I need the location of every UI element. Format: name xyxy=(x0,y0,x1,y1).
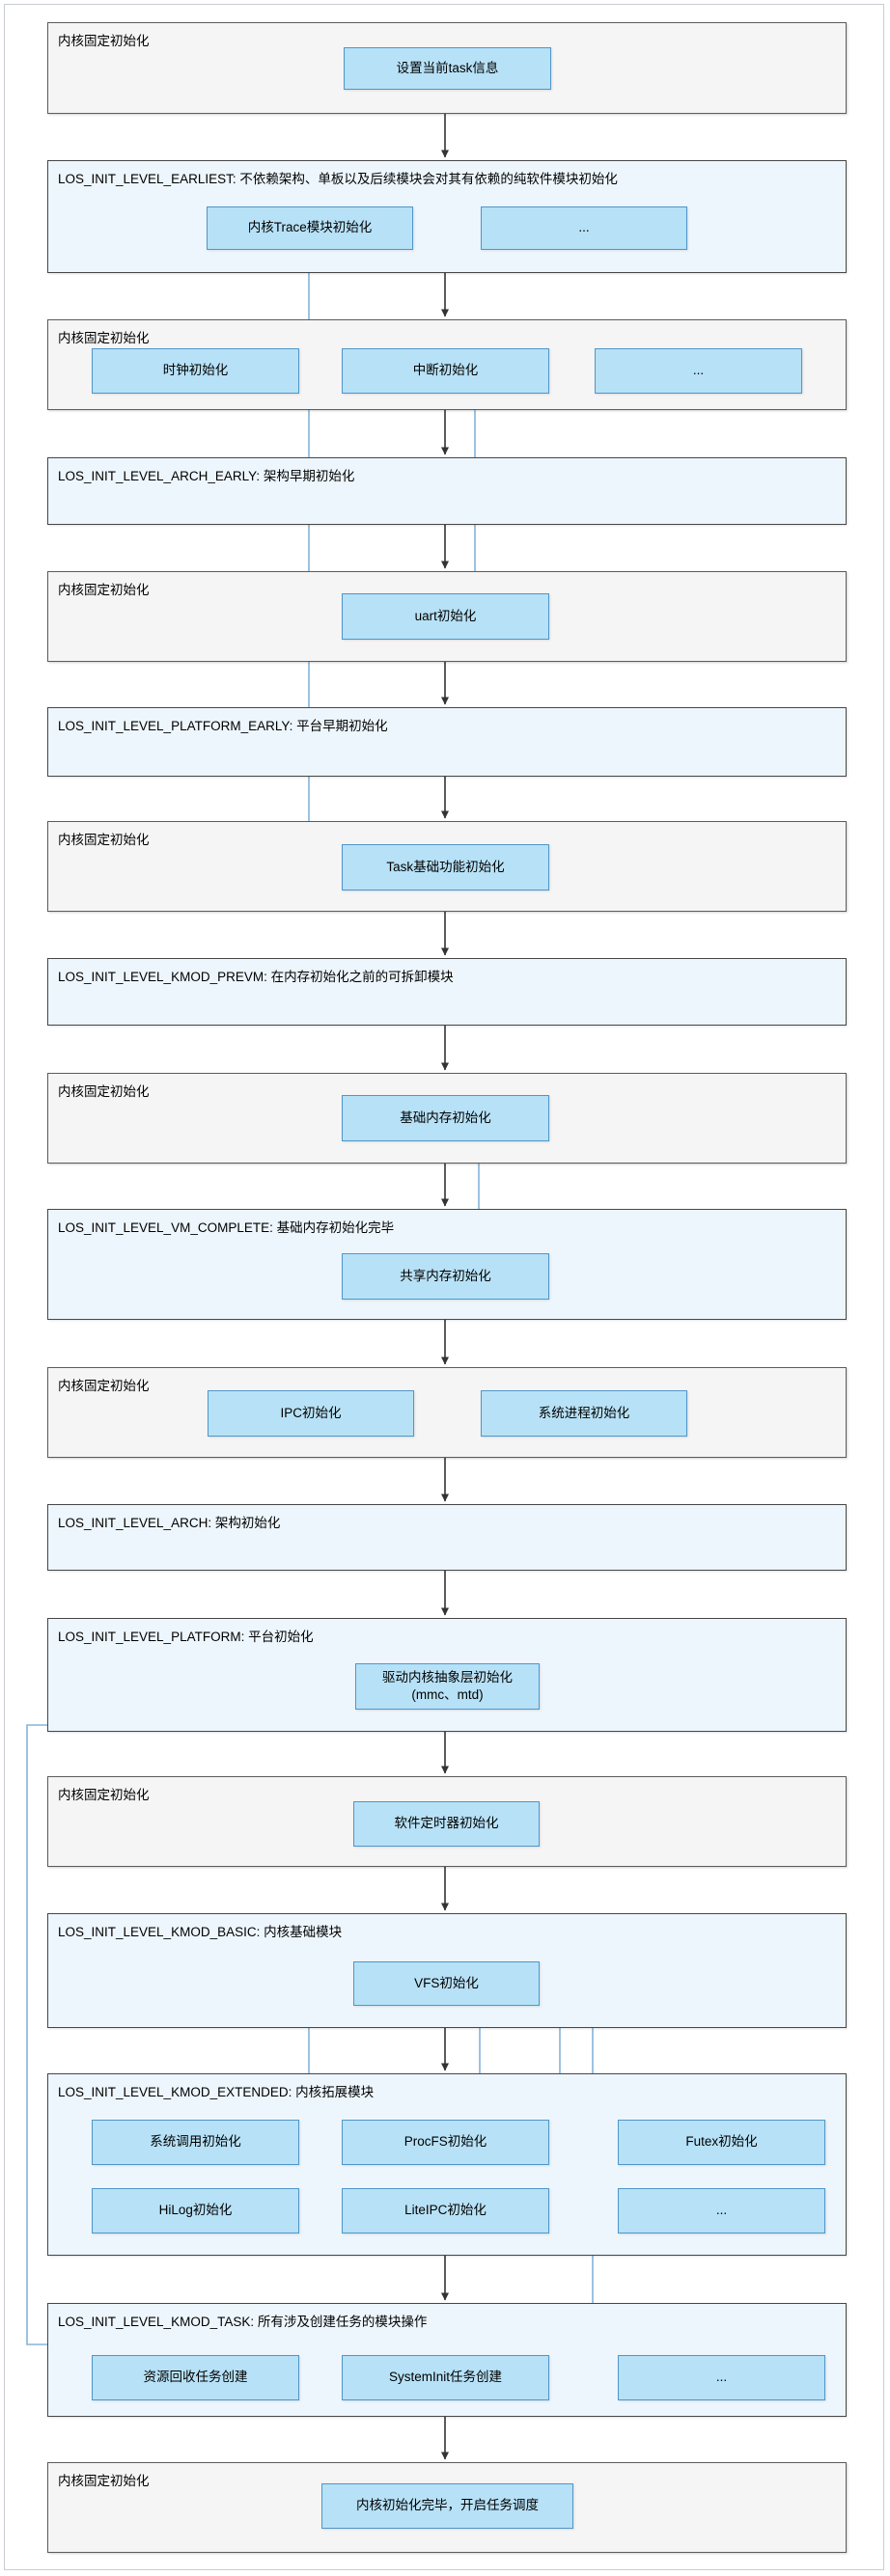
node-kernel-init-done: 内核初始化完毕，开启任务调度 xyxy=(321,2483,573,2529)
node-procfs-init: ProcFS初始化 xyxy=(342,2120,549,2165)
node-clock-init: 时钟初始化 xyxy=(92,348,299,394)
section-title: 内核固定初始化 xyxy=(58,2474,150,2488)
node-liteipc-init: LiteIPC初始化 xyxy=(342,2188,549,2233)
node-system-process-init: 系统进程初始化 xyxy=(481,1390,687,1437)
section-title: 内核固定初始化 xyxy=(58,1788,150,1802)
node-task-base-init: Task基础功能初始化 xyxy=(342,844,549,891)
section-level-kmod-extended: LOS_INIT_LEVEL_KMOD_EXTENDED: 内核拓展模块 系统调… xyxy=(47,2073,847,2256)
node-systeminit-task-create: SystemInit任务创建 xyxy=(342,2355,549,2400)
node-ellipsis: ... xyxy=(481,206,687,250)
node-syscall-init: 系统调用初始化 xyxy=(92,2120,299,2165)
section-title: LOS_INIT_LEVEL_KMOD_PREVM: 在内存初始化之前的可拆卸模… xyxy=(58,970,454,984)
section-title: LOS_INIT_LEVEL_ARCH_EARLY: 架构早期初始化 xyxy=(58,469,355,483)
section-title: 内核固定初始化 xyxy=(58,583,150,597)
node-shared-memory-init: 共享内存初始化 xyxy=(342,1253,549,1300)
section-level-earliest: LOS_INIT_LEVEL_EARLIEST: 不依赖架构、单板以及后续模块会… xyxy=(47,160,847,273)
section-kernel-fixed-init-6: 内核固定初始化 IPC初始化 系统进程初始化 xyxy=(47,1367,847,1458)
section-title: LOS_INIT_LEVEL_ARCH: 架构初始化 xyxy=(58,1516,281,1530)
section-level-vm-complete: LOS_INIT_LEVEL_VM_COMPLETE: 基础内存初始化完毕 共享… xyxy=(47,1209,847,1320)
section-title: 内核固定初始化 xyxy=(58,34,150,48)
section-level-arch-early: LOS_INIT_LEVEL_ARCH_EARLY: 架构早期初始化 xyxy=(47,457,847,525)
section-kernel-fixed-init-5: 内核固定初始化 基础内存初始化 xyxy=(47,1073,847,1164)
section-kernel-fixed-init-7: 内核固定初始化 软件定时器初始化 xyxy=(47,1776,847,1867)
section-title: LOS_INIT_LEVEL_KMOD_TASK: 所有涉及创建任务的模块操作 xyxy=(58,2315,428,2329)
section-kernel-fixed-init-8: 内核固定初始化 内核初始化完毕，开启任务调度 xyxy=(47,2462,847,2553)
node-kernel-trace-init: 内核Trace模块初始化 xyxy=(207,206,413,250)
node-ipc-init: IPC初始化 xyxy=(208,1390,414,1437)
section-kernel-fixed-init-1: 内核固定初始化 设置当前task信息 xyxy=(47,22,847,114)
node-ellipsis: ... xyxy=(618,2188,825,2233)
node-resource-recycle-task-create: 资源回收任务创建 xyxy=(92,2355,299,2400)
node-ellipsis: ... xyxy=(618,2355,825,2400)
section-title: LOS_INIT_LEVEL_VM_COMPLETE: 基础内存初始化完毕 xyxy=(58,1220,395,1235)
section-level-kmod-prevm: LOS_INIT_LEVEL_KMOD_PREVM: 在内存初始化之前的可拆卸模… xyxy=(47,958,847,1026)
node-hilog-init: HiLog初始化 xyxy=(92,2188,299,2233)
section-kernel-fixed-init-3: 内核固定初始化 uart初始化 xyxy=(47,571,847,662)
section-level-kmod-basic: LOS_INIT_LEVEL_KMOD_BASIC: 内核基础模块 VFS初始化 xyxy=(47,1913,847,2028)
section-title: 内核固定初始化 xyxy=(58,833,150,847)
node-driver-kal-init: 驱动内核抽象层初始化 (mmc、mtd) xyxy=(355,1663,540,1710)
section-title: 内核固定初始化 xyxy=(58,1379,150,1393)
node-uart-init: uart初始化 xyxy=(342,593,549,640)
section-title: LOS_INIT_LEVEL_KMOD_EXTENDED: 内核拓展模块 xyxy=(58,2085,375,2099)
node-futex-init: Futex初始化 xyxy=(618,2120,825,2165)
section-title: 内核固定初始化 xyxy=(58,331,150,345)
node-interrupt-init: 中断初始化 xyxy=(342,348,549,394)
section-title: 内核固定初始化 xyxy=(58,1084,150,1099)
node-software-timer-init: 软件定时器初始化 xyxy=(353,1801,540,1847)
section-title: LOS_INIT_LEVEL_EARLIEST: 不依赖架构、单板以及后续模块会… xyxy=(58,172,618,186)
section-title: LOS_INIT_LEVEL_PLATFORM_EARLY: 平台早期初始化 xyxy=(58,719,388,733)
section-title: LOS_INIT_LEVEL_KMOD_BASIC: 内核基础模块 xyxy=(58,1925,343,1939)
section-level-arch: LOS_INIT_LEVEL_ARCH: 架构初始化 xyxy=(47,1504,847,1571)
section-kernel-fixed-init-4: 内核固定初始化 Task基础功能初始化 xyxy=(47,821,847,912)
section-kernel-fixed-init-2: 内核固定初始化 时钟初始化 中断初始化 ... xyxy=(47,319,847,410)
node-set-current-task-info: 设置当前task信息 xyxy=(344,47,551,90)
section-level-platform: LOS_INIT_LEVEL_PLATFORM: 平台初始化 驱动内核抽象层初始… xyxy=(47,1618,847,1732)
node-base-memory-init: 基础内存初始化 xyxy=(342,1095,549,1141)
node-vfs-init: VFS初始化 xyxy=(353,1961,540,2006)
section-title: LOS_INIT_LEVEL_PLATFORM: 平台初始化 xyxy=(58,1630,314,1644)
node-ellipsis: ... xyxy=(595,348,802,394)
section-level-platform-early: LOS_INIT_LEVEL_PLATFORM_EARLY: 平台早期初始化 xyxy=(47,707,847,777)
section-level-kmod-task: LOS_INIT_LEVEL_KMOD_TASK: 所有涉及创建任务的模块操作 … xyxy=(47,2303,847,2417)
